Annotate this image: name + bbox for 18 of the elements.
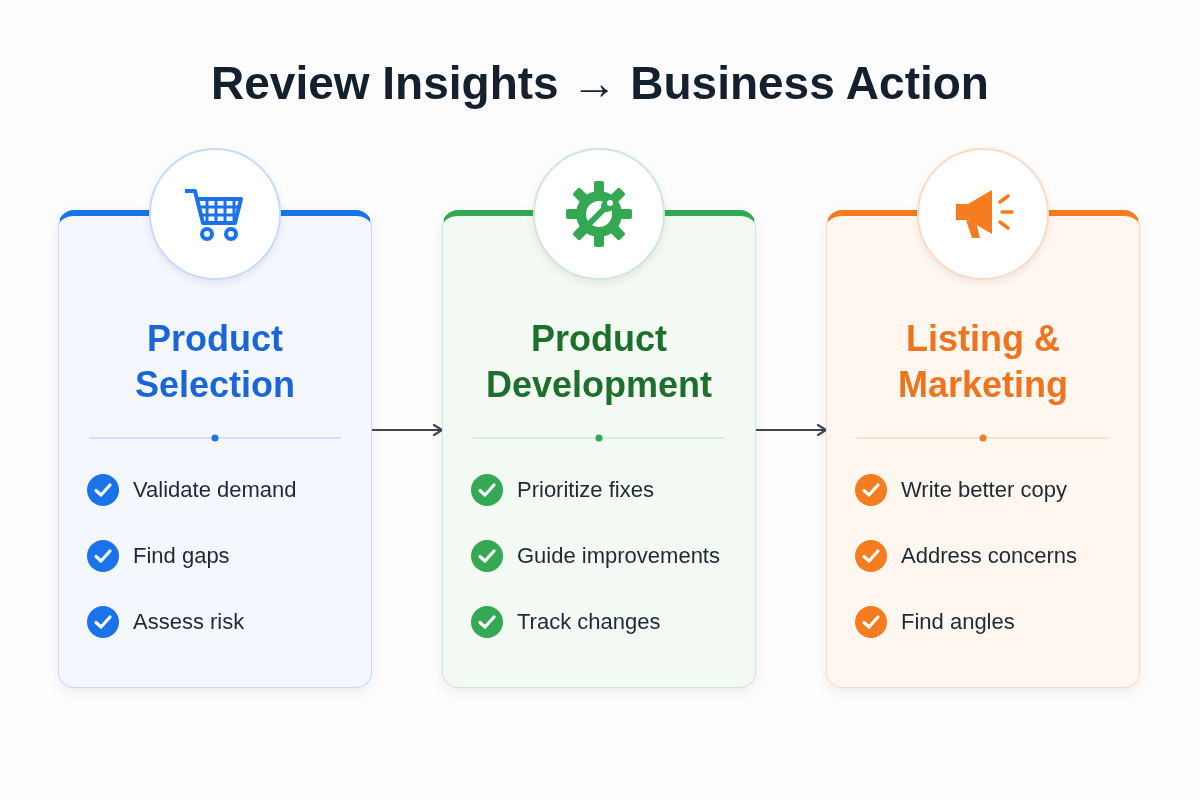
checklist-item: Write better copy — [901, 477, 1067, 503]
arrow — [756, 423, 828, 437]
card — [58, 210, 372, 688]
checklist-item: Track changes — [517, 609, 661, 635]
card — [826, 210, 1140, 688]
card-heading: Product Development — [484, 317, 714, 407]
card — [442, 210, 756, 688]
card-heading: Product Selection — [133, 317, 297, 407]
checklist-item: Prioritize fixes — [517, 477, 654, 503]
title: Review Insights → Business Action — [210, 56, 990, 110]
checklist-item: Address concerns — [901, 543, 1078, 569]
checklist-item: Find angles — [901, 609, 1015, 635]
checklist-item: Find gaps — [133, 543, 230, 569]
checklist-item: Assess risk — [133, 609, 245, 635]
checklist-item: Validate demand — [133, 477, 297, 503]
arrow — [372, 423, 444, 437]
card-heading: Listing & Marketing — [896, 317, 1069, 407]
checklist-item: Guide improvements — [517, 543, 720, 569]
